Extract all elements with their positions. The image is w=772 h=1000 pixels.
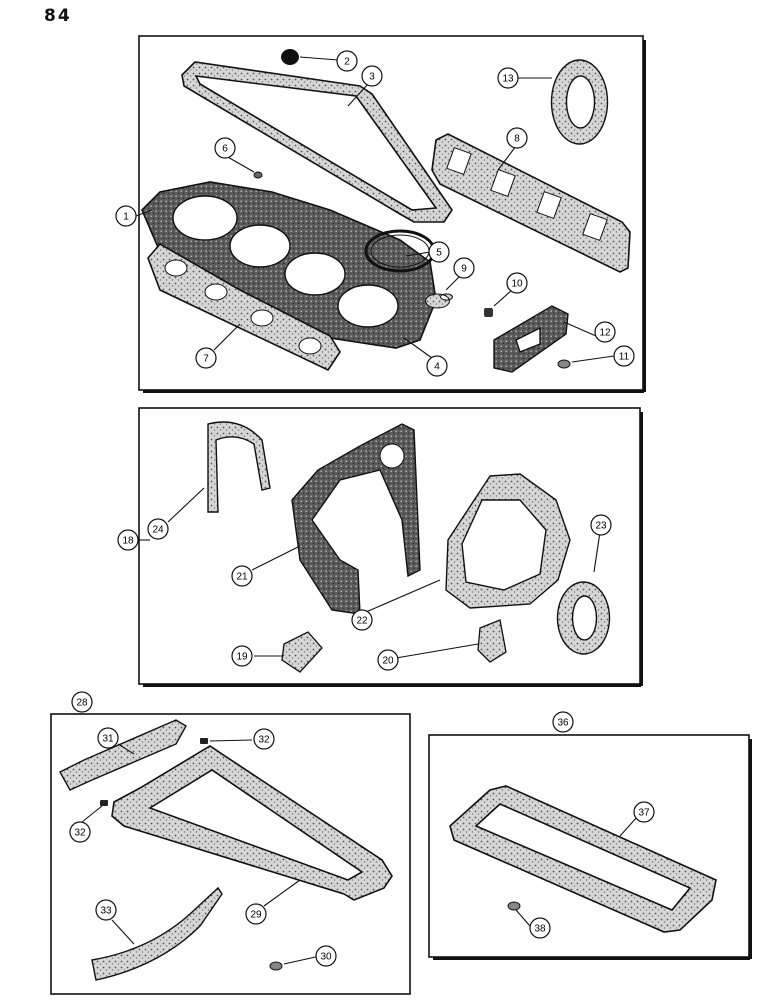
washer-38-shape [507, 901, 521, 911]
callout-2-label: 2 [344, 57, 350, 68]
oil-pan-gasket-37-shape [449, 785, 717, 933]
callout-4: 4 [426, 355, 448, 377]
callout-10: 10 [506, 272, 528, 294]
small-seal-6-shape [253, 171, 263, 179]
callout-10-label: 10 [511, 279, 523, 290]
callout-23-label: 23 [595, 521, 607, 532]
callout-28: 28 [71, 691, 93, 713]
callout-9: 9 [453, 257, 475, 279]
timing-cover-gasket-shape [291, 423, 421, 615]
callout-32b: 32 [69, 821, 91, 843]
callout-2: 2 [336, 50, 358, 72]
water-pump-gasket-shape [445, 473, 571, 609]
callout-8-label: 8 [514, 134, 520, 145]
washer-11-shape [557, 359, 571, 369]
callout-13: 13 [497, 67, 519, 89]
callout-31-label: 31 [102, 734, 114, 745]
callout-1-label: 1 [123, 212, 129, 223]
callout-32a-label: 32 [258, 735, 270, 746]
callout-5-label: 5 [436, 248, 442, 259]
cylinder-head-gasket-shape [141, 181, 437, 349]
plug-2-shape [281, 49, 299, 65]
callout-38-label: 38 [534, 924, 546, 935]
callout-18-label: 18 [122, 536, 134, 547]
callout-18: 18 [117, 529, 139, 551]
manifold-gasket-7-shape [147, 242, 341, 372]
curved-seal-shape [91, 886, 223, 981]
callout-38: 38 [529, 917, 551, 939]
callout-12-label: 12 [599, 328, 611, 339]
callout-29-label: 29 [250, 910, 262, 921]
callout-20: 20 [377, 649, 399, 671]
washer-9-shape [425, 293, 453, 309]
callout-28-label: 28 [76, 698, 88, 709]
round-gasket-23-shape [556, 581, 611, 655]
callout-20-label: 20 [382, 656, 394, 667]
callout-6-label: 6 [222, 144, 228, 155]
callout-23: 23 [590, 514, 612, 536]
callout-32b-label: 32 [74, 828, 86, 839]
plug-32b-shape [100, 800, 108, 806]
side-gasket-31-shape [59, 719, 187, 791]
callout-11: 11 [613, 345, 635, 367]
callout-33-label: 33 [100, 906, 112, 917]
callout-4-label: 4 [434, 362, 440, 373]
callout-24: 24 [147, 518, 169, 540]
callout-32a: 32 [253, 728, 275, 750]
callout-1: 1 [115, 205, 137, 227]
oil-pan-gasket-29-shape [111, 745, 393, 901]
callout-36-label: 36 [557, 718, 569, 729]
callout-13-label: 13 [502, 74, 514, 85]
page-number: 84 [44, 6, 72, 26]
callout-7: 7 [195, 347, 217, 369]
callout-33: 33 [95, 899, 117, 921]
callout-30: 30 [315, 945, 337, 967]
callout-37: 37 [633, 801, 655, 823]
callout-3: 3 [361, 65, 383, 87]
callout-30-label: 30 [320, 952, 332, 963]
panel-frames [50, 35, 752, 995]
rear-seal-gasket-shape [207, 421, 271, 513]
callout-6: 6 [214, 137, 236, 159]
callout-21: 21 [231, 565, 253, 587]
callout-8: 8 [506, 127, 528, 149]
callout-5: 5 [428, 241, 450, 263]
callout-19-label: 19 [236, 652, 248, 663]
callout-7-label: 7 [203, 354, 209, 365]
callout-22: 22 [351, 609, 373, 631]
callout-36: 36 [552, 711, 574, 733]
rocker-cover-gasket-shape [181, 61, 453, 223]
manifold-gasket-8-shape [431, 133, 631, 273]
callouts: 1 2 3 4 5 6 7 8 9 10 11 12 13 18 19 20 2… [69, 50, 655, 967]
callout-31: 31 [97, 727, 119, 749]
leader-lines [81, 56, 639, 965]
lower-left-panel-frame [50, 713, 411, 995]
callout-24-label: 24 [152, 525, 164, 536]
callout-29: 29 [245, 903, 267, 925]
small-plate-gasket-20-shape [477, 619, 507, 663]
plug-32a-shape [200, 738, 208, 744]
small-seal-10-shape [484, 308, 493, 317]
callout-21-label: 21 [236, 572, 248, 583]
callout-19: 19 [231, 645, 253, 667]
callout-11-label: 11 [619, 352, 630, 363]
round-gasket-13-shape [550, 59, 609, 145]
washer-30-shape [269, 961, 283, 971]
thermostat-housing-gasket-shape [493, 305, 569, 373]
callout-12: 12 [594, 321, 616, 343]
callout-22-label: 22 [356, 616, 368, 627]
callout-9-label: 9 [461, 264, 467, 275]
small-plate-gasket-19-shape [281, 631, 323, 673]
callout-3-label: 3 [369, 72, 375, 83]
callout-37-label: 37 [638, 808, 650, 819]
